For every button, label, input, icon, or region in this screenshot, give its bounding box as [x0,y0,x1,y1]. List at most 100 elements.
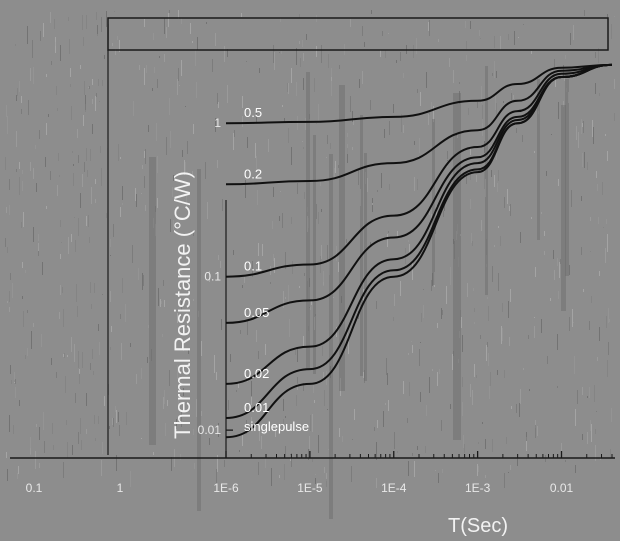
noise-speck [170,131,171,148]
noise-speck [53,445,54,450]
noise-speck [485,475,486,478]
y-axis: 0.010.11 Thermal Resistance (°C/W) [170,116,233,439]
series-line-0.05 [225,63,613,324]
noise-speck [510,465,511,470]
noise-speck [519,403,520,417]
noise-speck [463,435,464,448]
noise-speck [58,153,59,161]
noise-speck [233,133,234,150]
noise-speck [502,328,503,341]
noise-speck [181,18,182,24]
noise-speck [21,222,22,228]
noise-speck [67,442,68,458]
noise-speck [227,85,228,103]
noise-speck [19,81,20,92]
noise-speck [470,148,471,155]
noise-speck [316,204,317,219]
noise-band [339,85,345,391]
noise-speck [316,46,317,57]
noise-speck [9,415,10,432]
noise-speck [321,45,322,63]
noise-speck [160,299,161,307]
noise-speck [441,308,442,319]
noise-speck [611,408,612,422]
noise-speck [544,251,545,255]
noise-band [360,115,363,376]
noise-speck [610,449,611,459]
noise-speck [489,386,490,399]
noise-speck [502,303,503,312]
noise-speck [606,316,607,328]
noise-speck [573,25,574,40]
noise-speck [95,96,96,111]
noise-speck [414,141,415,145]
noise-speck [115,406,116,412]
noise-speck [590,251,591,252]
noise-speck [441,420,442,431]
noise-speck [72,151,73,153]
noise-speck [323,282,324,285]
noise-speck [238,383,239,388]
noise-speck [520,389,521,404]
noise-speck [384,129,385,138]
noise-speck [39,130,40,139]
noise-speck [291,217,292,224]
noise-speck [590,420,591,431]
noise-speck [214,355,215,373]
noise-speck [371,10,372,14]
noise-speck [63,309,64,327]
noise-speck [22,296,23,299]
noise-speck [171,457,172,471]
noise-speck [326,157,327,158]
noise-speck [308,326,309,331]
noise-speck [608,342,609,355]
noise-speck [504,370,505,378]
noise-speck [116,410,117,423]
noise-speck [114,11,115,12]
noise-speck [420,342,421,343]
noise-speck [212,59,213,72]
noise-speck [256,330,257,342]
noise-speck [607,151,608,161]
noise-speck [88,215,89,227]
noise-speck [71,234,72,242]
noise-speck [65,376,66,393]
noise-speck [177,313,178,323]
noise-speck [326,479,327,487]
noise-speck [376,442,377,460]
noise-speck [169,10,170,13]
noise-speck [80,418,81,434]
noise-speck [262,244,263,256]
noise-speck [576,126,577,140]
noise-speck [516,128,517,133]
noise-speck [6,105,7,117]
noise-speck [19,400,20,406]
noise-speck [347,148,348,163]
noise-speck [35,451,36,469]
noise-speck [302,40,303,47]
noise-speck [309,114,310,119]
noise-speck [526,432,527,441]
noise-speck [314,317,315,330]
noise-speck [167,400,168,406]
noise-speck [242,96,243,108]
noise-speck [120,314,121,319]
noise-speck [193,231,194,236]
noise-speck [522,135,523,142]
noise-speck [73,164,74,166]
noise-speck [22,181,23,191]
noise-speck [352,111,353,122]
noise-speck [394,294,395,306]
noise-speck [459,82,460,84]
noise-speck [30,437,31,455]
noise-speck [209,438,210,445]
noise-speck [120,207,121,217]
noise-speck [7,116,8,134]
noise-speck [474,322,475,324]
noise-speck [96,93,97,97]
noise-speck [449,58,450,67]
noise-speck [432,369,433,371]
noise-speck [120,157,121,159]
noise-speck [484,172,485,189]
